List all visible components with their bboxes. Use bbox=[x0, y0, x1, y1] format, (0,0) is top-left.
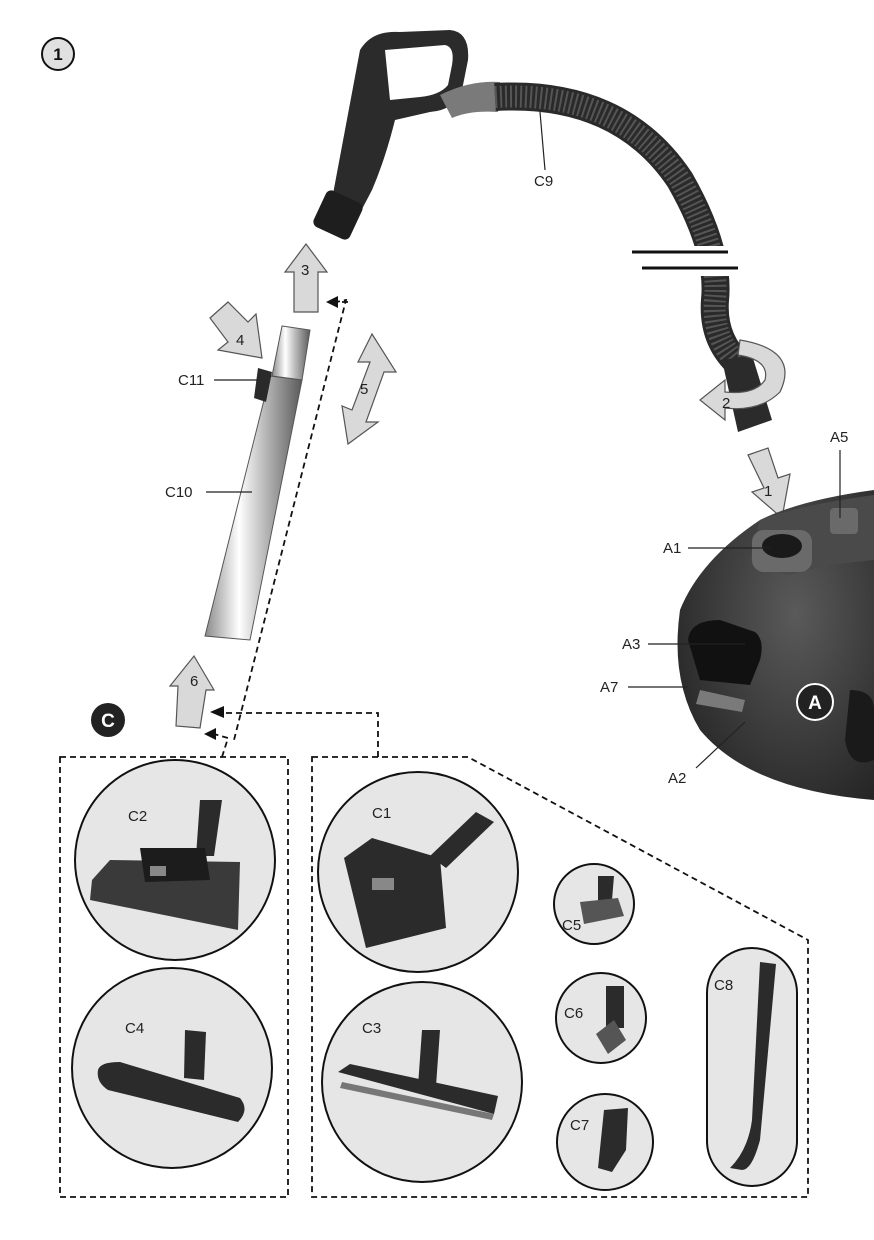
parquet-nozzle-item bbox=[71, 967, 273, 1169]
twist-arrow-2: 2 bbox=[699, 339, 786, 422]
wide-nozzle-label: C3 bbox=[362, 1020, 381, 1037]
floor-nozzle-label: C1 bbox=[372, 805, 391, 822]
press-arrow-4: 4 bbox=[209, 301, 263, 359]
tube-label: C10 bbox=[165, 484, 193, 501]
parquet-nozzle-label: C4 bbox=[125, 1020, 144, 1037]
step-4-label: 4 bbox=[236, 332, 244, 349]
step-3-label: 3 bbox=[301, 262, 309, 279]
insert-arrow-1: 1 bbox=[747, 447, 791, 520]
long-crevice-item bbox=[706, 947, 798, 1187]
telescopic-tube-illustration bbox=[204, 325, 311, 641]
wide-nozzle-item bbox=[321, 981, 523, 1183]
hose-handle-illustration bbox=[313, 30, 500, 240]
suction-port-label: A1 bbox=[663, 540, 681, 557]
vacuum-body-illustration bbox=[677, 490, 874, 800]
figure-number-badge: 1 bbox=[41, 37, 75, 71]
turbo-nozzle-item bbox=[74, 759, 276, 961]
step-2-label: 2 bbox=[722, 395, 730, 412]
hose-leader bbox=[539, 111, 546, 171]
handle-label: A3 bbox=[622, 636, 640, 653]
nozzle-panel-left bbox=[59, 756, 289, 1198]
top-button-label: A5 bbox=[830, 429, 848, 446]
attach-arrow-6: 6 bbox=[168, 654, 216, 729]
step-1-label: 1 bbox=[764, 483, 772, 500]
dusting-brush-item bbox=[555, 972, 647, 1064]
floor-nozzle-item bbox=[317, 771, 519, 973]
turbo-nozzle-label: C2 bbox=[128, 808, 147, 825]
group-badge-letter: C bbox=[101, 711, 115, 732]
crevice-tool-label: C7 bbox=[570, 1117, 589, 1134]
body-badge: A bbox=[796, 683, 834, 721]
upholstery-nozzle-label: C5 bbox=[562, 917, 581, 934]
figure-number: 1 bbox=[53, 45, 62, 64]
crevice-tool-item bbox=[556, 1093, 654, 1191]
front-label: A7 bbox=[600, 679, 618, 696]
hose-illustration bbox=[494, 82, 772, 432]
group-badge: C bbox=[91, 703, 125, 737]
group-guide-line-left bbox=[213, 733, 230, 758]
nozzle-panel-right bbox=[311, 756, 809, 1198]
step-5-label: 5 bbox=[360, 381, 368, 398]
accessory-guide-line bbox=[233, 298, 348, 741]
body-leader bbox=[695, 721, 746, 769]
connect-arrow-3: 3 bbox=[283, 243, 329, 313]
extend-arrow-5: 5 bbox=[341, 332, 398, 446]
long-crevice-label: C8 bbox=[714, 977, 733, 994]
hose-label: C9 bbox=[534, 173, 553, 190]
step-6-label: 6 bbox=[190, 673, 198, 690]
body-badge-letter: A bbox=[808, 693, 822, 714]
dusting-brush-label: C6 bbox=[564, 1005, 583, 1022]
upholstery-nozzle-item bbox=[553, 863, 635, 945]
group-guide-line-right bbox=[222, 712, 379, 757]
body-label: A2 bbox=[668, 770, 686, 787]
tube-button-label: C11 bbox=[178, 372, 204, 389]
